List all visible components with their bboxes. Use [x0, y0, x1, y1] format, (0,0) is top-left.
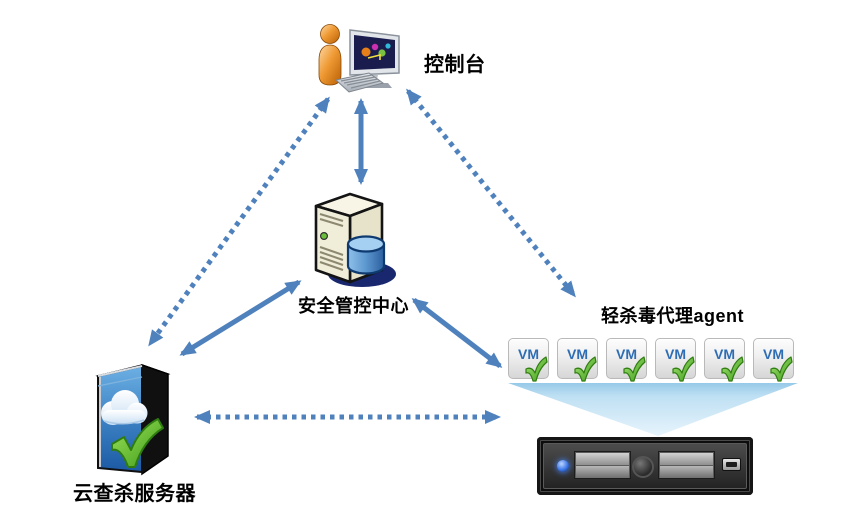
- vm-label: VM: [714, 346, 735, 362]
- vm-box: VM: [753, 338, 794, 382]
- console-label: 控制台: [424, 54, 486, 76]
- power-knob: [632, 456, 654, 478]
- control-center-icon: [314, 192, 396, 287]
- arrow-center-vmagent: [411, 298, 503, 368]
- vm-box: VM: [557, 338, 598, 382]
- drive-bay: [574, 451, 631, 479]
- control-center-label: 安全管控中心: [298, 296, 409, 316]
- arrow-console-vmagent: [406, 88, 576, 298]
- rack-server: [537, 437, 753, 495]
- eject-button: [722, 458, 741, 471]
- vm-box: VM: [655, 338, 696, 382]
- person-icon: [318, 24, 342, 86]
- drive-bay: [658, 451, 715, 479]
- arrow-center-cloudserver: [179, 279, 302, 357]
- vm-label: VM: [616, 346, 637, 362]
- vm-label: VM: [763, 346, 784, 362]
- cloud-icon: [101, 390, 148, 425]
- power-led: [320, 231, 329, 240]
- vm-box: VM: [606, 338, 647, 382]
- vm-label: VM: [567, 346, 588, 362]
- check-icon: [721, 356, 744, 382]
- check-icon: [770, 356, 793, 382]
- vm-agent-label: 轻杀毒代理agent: [601, 306, 745, 326]
- console-icon: [318, 24, 400, 93]
- rack-front-panel: [543, 443, 747, 489]
- check-icon: [623, 356, 646, 382]
- cloud-server-icon: [95, 363, 171, 476]
- vm-box: VM: [508, 338, 549, 382]
- vm-label: VM: [518, 346, 539, 362]
- power-led: [557, 460, 569, 472]
- database-cylinder: [346, 235, 386, 275]
- check-icon: [672, 356, 695, 382]
- cloud-server-label: 云查杀服务器: [73, 483, 196, 505]
- check-icon: [574, 356, 597, 382]
- keyboard-icon: [334, 72, 385, 93]
- funnel-shape: [508, 383, 798, 436]
- vents: [319, 213, 344, 271]
- vm-box: VM: [704, 338, 745, 382]
- check-icon: [111, 418, 164, 468]
- check-icon: [525, 356, 548, 382]
- vm-label: VM: [665, 346, 686, 362]
